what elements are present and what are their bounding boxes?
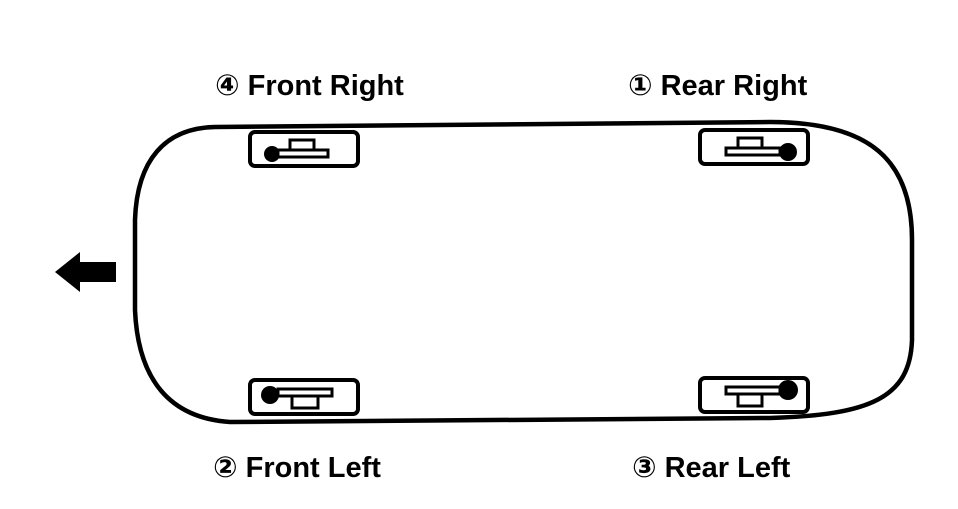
wheel-rear-left (698, 376, 810, 414)
vehicle-body-outline (132, 119, 915, 425)
wheel-sensor-icon (778, 380, 798, 400)
arrow-left-icon (55, 252, 116, 292)
label-front-right: ④ Front Right (215, 70, 404, 102)
wheel-sensor-icon (261, 386, 279, 404)
wheel-sensor-icon (779, 143, 797, 161)
label-rear-right: ① Rear Right (628, 70, 808, 102)
label-front-left: ② Front Left (213, 452, 381, 484)
wheel-front-right (248, 130, 360, 168)
wheel-sensor-icon (264, 146, 280, 162)
label-rear-left: ③ Rear Left (632, 452, 791, 484)
wheel-rear-right (698, 128, 810, 166)
wheel-front-left (248, 378, 360, 416)
